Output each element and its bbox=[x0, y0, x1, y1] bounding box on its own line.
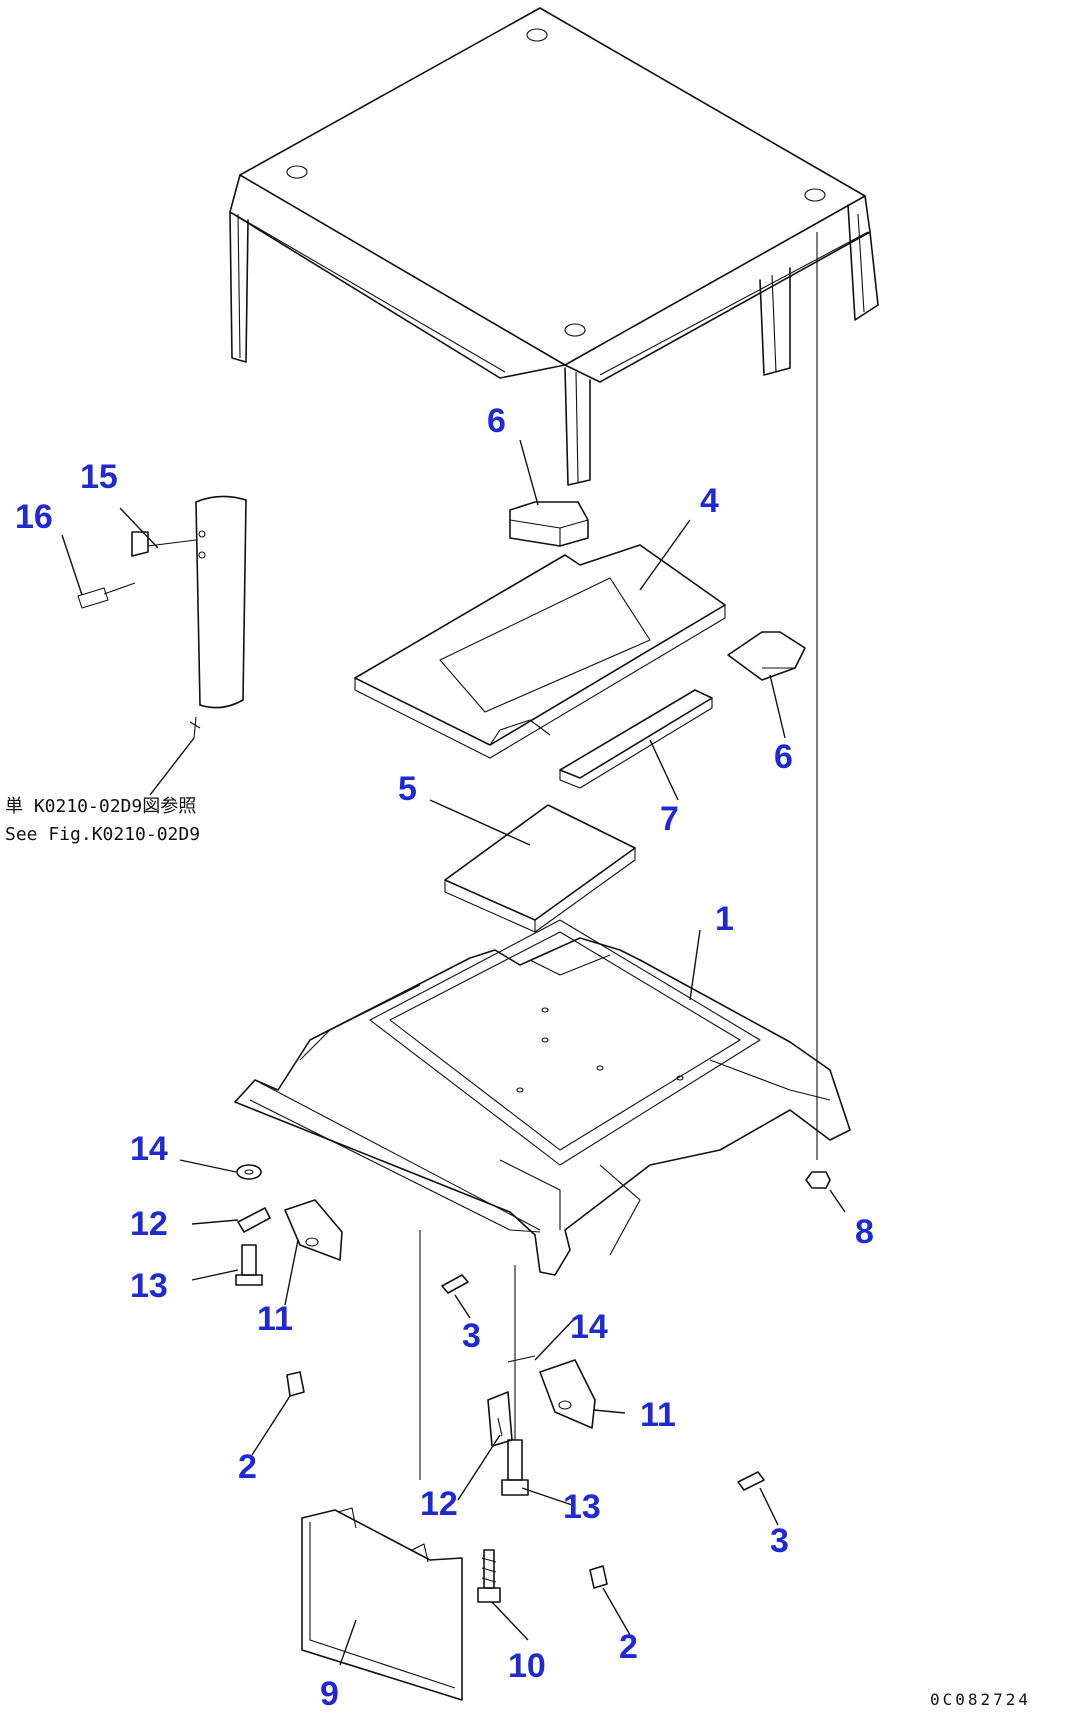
screw-16 bbox=[77, 582, 136, 609]
callout-10: 10 bbox=[508, 1647, 546, 1685]
washer-14-left bbox=[236, 1164, 262, 1180]
callout-12-left: 12 bbox=[130, 1205, 168, 1243]
pad-5 bbox=[444, 804, 636, 933]
callout-12-right: 12 bbox=[420, 1485, 458, 1523]
cushion-11-left bbox=[284, 1199, 343, 1261]
bracket-12-left bbox=[237, 1207, 271, 1233]
nut-8 bbox=[805, 1171, 831, 1189]
callout-13-left: 13 bbox=[130, 1267, 168, 1305]
callout-14-left: 14 bbox=[130, 1130, 168, 1168]
callout-6-right: 6 bbox=[774, 738, 793, 776]
strip-7 bbox=[559, 689, 713, 789]
clip-2-left bbox=[286, 1371, 305, 1397]
clip-3-right bbox=[737, 1471, 765, 1491]
pad-6-right bbox=[727, 631, 806, 681]
callout-2-right: 2 bbox=[619, 1628, 638, 1666]
access-panel-9 bbox=[301, 1507, 463, 1701]
callout-9: 9 bbox=[320, 1675, 339, 1713]
clip-2-right bbox=[589, 1565, 608, 1589]
drawing-code: 0C082724 bbox=[930, 1690, 1031, 1709]
pad-6-upper bbox=[509, 501, 589, 547]
callout-5: 5 bbox=[398, 770, 417, 808]
floor-frame-1 bbox=[234, 919, 851, 1276]
callout-4: 4 bbox=[700, 482, 719, 520]
bracket-15 bbox=[131, 531, 197, 557]
cushion-11-right bbox=[539, 1359, 596, 1429]
bracket-12-right bbox=[487, 1391, 513, 1447]
bolt-13-left bbox=[235, 1244, 263, 1286]
cab-roof bbox=[229, 7, 879, 486]
callout-13-right: 13 bbox=[563, 1488, 601, 1526]
callout-15: 15 bbox=[80, 458, 118, 496]
callout-7: 7 bbox=[660, 800, 679, 838]
pillar-cover-tube bbox=[189, 495, 247, 739]
callout-14-right: 14 bbox=[570, 1308, 608, 1346]
bolt-13-right bbox=[501, 1439, 529, 1496]
clip-3-center bbox=[441, 1274, 469, 1294]
floor-mat-4 bbox=[354, 544, 726, 759]
washer-14-right bbox=[507, 1355, 536, 1363]
callout-6-upper: 6 bbox=[487, 402, 506, 440]
callout-11-right: 11 bbox=[640, 1396, 676, 1434]
callout-11-left: 11 bbox=[257, 1300, 293, 1338]
leader-lines bbox=[61, 439, 846, 1666]
callout-8: 8 bbox=[855, 1213, 874, 1251]
reference-note-en: See Fig.K0210-02D9 bbox=[5, 824, 200, 845]
bolt-10 bbox=[477, 1549, 501, 1603]
reference-note-jp: 単 K0210-02D9図参照 bbox=[5, 796, 196, 817]
callout-16: 16 bbox=[15, 498, 53, 536]
callout-1: 1 bbox=[715, 900, 734, 938]
callout-2-left: 2 bbox=[238, 1448, 257, 1486]
reference-note: 単 K0210-02D9図参照 See Fig.K0210-02D9 bbox=[5, 796, 200, 845]
callout-3-right: 3 bbox=[770, 1522, 789, 1560]
callout-labels: 1 2 2 3 3 4 5 6 6 7 8 9 10 11 11 12 12 1… bbox=[15, 402, 874, 1713]
callout-3-center: 3 bbox=[462, 1317, 481, 1355]
